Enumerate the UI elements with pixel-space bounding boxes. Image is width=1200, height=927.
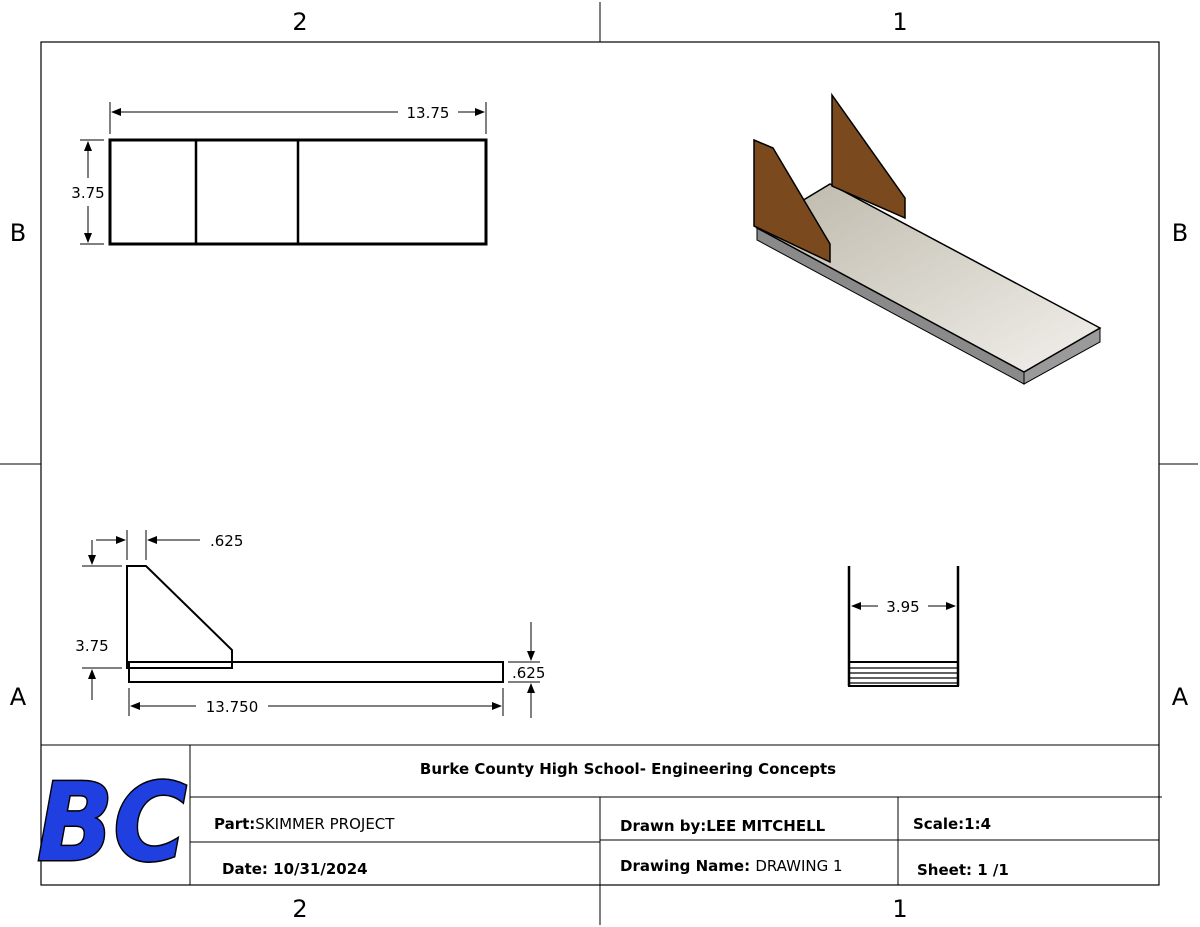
sheet-value: 1 /1	[977, 861, 1009, 879]
sheet-label: Sheet:	[917, 861, 977, 879]
date-label: Date:	[222, 860, 273, 878]
scale-label: Scale:	[913, 815, 964, 833]
dim-side-fin-width: .625	[210, 532, 243, 550]
side-view: .625 3.75 .625 13.750	[75, 530, 545, 718]
part-label: Part:	[214, 815, 255, 833]
title-block: Burke County High School- Engineering Co…	[41, 744, 1162, 885]
drawn-by-field: Drawn by:LEE MITCHELL	[620, 817, 826, 835]
zone-bottom-2: 2	[292, 895, 307, 923]
zone-top-1: 1	[892, 8, 907, 36]
zone-bottom-1: 1	[892, 895, 907, 923]
drawn-value: LEE MITCHELL	[706, 817, 825, 835]
drawing-label: Drawing Name:	[620, 857, 755, 875]
date-field: Date: 10/31/2024	[222, 860, 368, 878]
date-value: 10/31/2024	[273, 860, 367, 878]
scale-value: 1:4	[964, 815, 991, 833]
dim-front-width: 3.95	[886, 598, 919, 616]
dim-side-length: 13.750	[206, 698, 259, 716]
drawing-value: DRAWING 1	[755, 857, 842, 875]
school-logo: BC	[36, 760, 189, 888]
part-value: SKIMMER PROJECT	[255, 815, 395, 833]
isometric-view	[753, 92, 1102, 385]
drawing-name-field: Drawing Name: DRAWING 1	[620, 857, 843, 875]
sheet-field: Sheet: 1 /1	[917, 861, 1009, 879]
zone-right-b: B	[1172, 219, 1188, 247]
zone-left-a: A	[10, 683, 27, 711]
zone-left-b: B	[10, 219, 26, 247]
drawn-label: Drawn by:	[620, 817, 706, 835]
dim-side-thickness: .625	[512, 664, 545, 682]
zone-top-2: 2	[292, 8, 307, 36]
front-view: 3.95	[847, 566, 960, 687]
scale-field: Scale:1:4	[913, 815, 991, 833]
dim-side-height: 3.75	[75, 637, 108, 655]
school-title: Burke County High School- Engineering Co…	[420, 760, 836, 778]
part-field: Part:SKIMMER PROJECT	[214, 815, 395, 833]
top-view: 13.75 3.75	[71, 102, 488, 246]
logo-letters: BC	[37, 761, 187, 886]
zone-right-a: A	[1172, 683, 1189, 711]
dim-top-length: 13.75	[407, 104, 450, 122]
dim-top-height: 3.75	[71, 184, 104, 202]
